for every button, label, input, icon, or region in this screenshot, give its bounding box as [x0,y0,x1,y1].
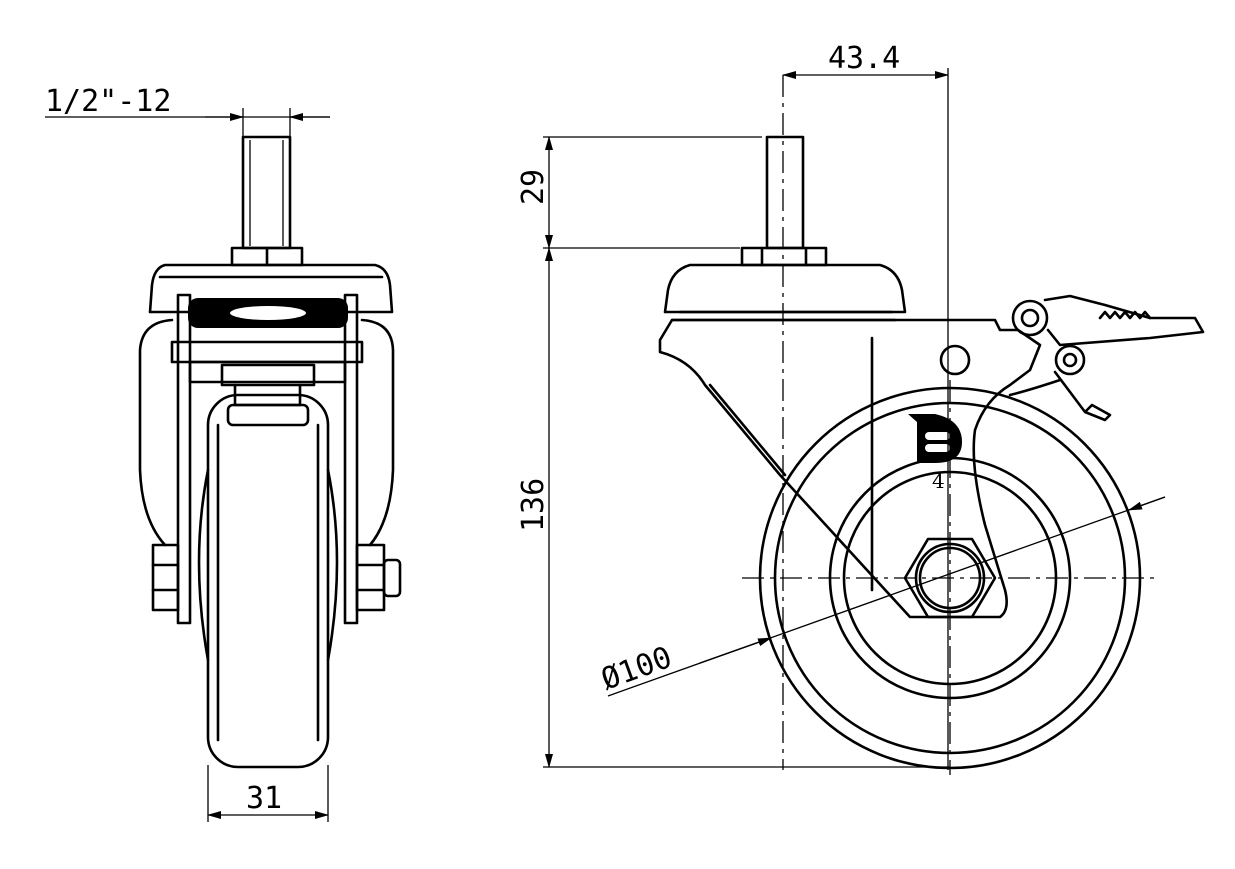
front-view [138,135,402,769]
wheel-width-label: 31 [246,781,282,816]
top-plate-side [663,263,907,314]
axle-nut-left [151,543,180,612]
overall-height-dimension: 136 [516,247,950,768]
wheel-diameter-label: Ø100 [597,640,677,698]
fork-left [138,318,174,547]
brake-lever [1008,294,1205,422]
brand-logo: 4 [908,414,962,493]
overall-height-label: 136 [516,478,551,532]
stem-offset-label: 43.4 [828,41,900,76]
side-view: 4 [658,135,1205,770]
thread-dimension-label: 1/2"-12 [45,84,171,119]
stem-offset-dimension: 43.4 [782,41,949,770]
threaded-stem-side [765,135,805,250]
fork-right [360,318,395,547]
axle-nut-right [355,543,386,612]
rivet [939,344,971,376]
wheel-front [206,393,330,769]
thread-dimension: 1/2"-12 [45,84,330,137]
caster-bracket [658,318,1042,619]
wheel-width-dimension: 31 [207,765,329,822]
stem-height-label: 29 [516,169,551,205]
stem-height-dimension: 29 [516,136,762,249]
wheel-diameter-dimension: Ø100 [597,496,1166,698]
top-plate [148,263,394,314]
logo-text: 4 [932,469,945,493]
